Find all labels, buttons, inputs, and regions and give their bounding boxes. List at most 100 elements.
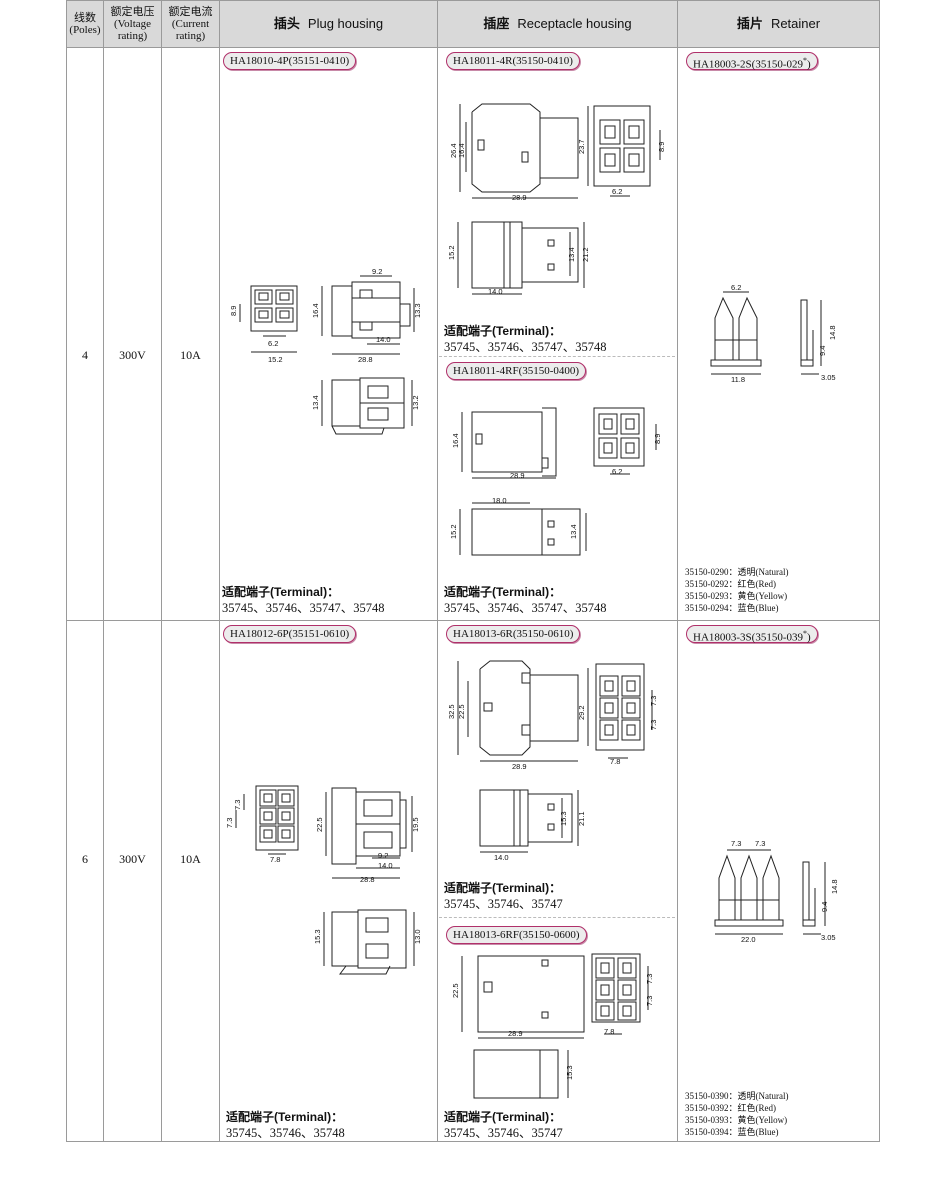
dim-label: 14.8 [828, 325, 837, 340]
current-value: 10A [180, 852, 201, 866]
dim-label: 7.3 [233, 800, 242, 810]
terminal-values: 35745、35746、35747、35748 [444, 601, 607, 615]
part-number-label: HA18013-6R(35150-0610) [446, 625, 581, 643]
terminal-list: 适配端子(Terminal)： 35745、35746、35747、35748 [444, 323, 607, 355]
dim-label: 9.4 [820, 902, 829, 912]
part-number: HA18011-4RF [453, 365, 519, 377]
part-code: (35150-0610) [512, 628, 574, 640]
part-number-label: HA18003-2S(35150-029*) [686, 52, 818, 71]
header-retainer-en: Retainer [770, 16, 821, 31]
dim-label: 13.4 [311, 395, 320, 410]
dim-label: 16.4 [457, 143, 466, 158]
dim-label: 7.8 [270, 855, 280, 864]
dim-label: 19.5 [411, 817, 420, 832]
dim-label: 14.8 [830, 879, 839, 894]
header-receptacle-en: Receptacle housing [517, 16, 632, 31]
dim-label: 21.1 [577, 811, 586, 826]
plug-bottom-drawing: 13.4 13.2 [311, 372, 420, 442]
voltage-value: 300V [119, 348, 146, 362]
color-option: 35150-0393：黄色(Yellow) [685, 1115, 788, 1125]
terminal-values: 35745、35746、35748 [226, 1126, 345, 1140]
dim-label: 28.8 [360, 875, 375, 884]
dim-label: 9.2 [372, 267, 382, 276]
header-poles-zh: 线数 [74, 12, 96, 24]
part-code: (35150-029 [751, 58, 803, 71]
dim-label: 22.0 [741, 935, 756, 944]
dim-label: 7.3 [649, 696, 658, 706]
dim-label: 13.0 [413, 929, 422, 944]
part-number: HA18003-2S [693, 58, 752, 71]
color-options: 35150-0390：透明(Natural) 35150-0392：红色(Red… [685, 1090, 788, 1138]
dim-label: 26.4 [449, 143, 458, 158]
dim-label: 14.0 [488, 287, 503, 296]
header-receptacle: 插座 Receptacle housing [438, 1, 677, 47]
plug-bottom-drawing: 15.3 13.0 [313, 902, 422, 982]
header-voltage-zh: 额定电压 [110, 6, 155, 18]
dim-label: 16.4 [451, 433, 460, 448]
part-number: HA18013-6RF [453, 929, 520, 941]
color-option: 35150-0390：透明(Natural) [685, 1091, 789, 1101]
header-voltage-en2: rating) [117, 30, 148, 42]
dim-label: 7.3 [649, 720, 658, 730]
receptacle-front-drawing: 29.2 7.3 7.3 7.8 [577, 660, 658, 766]
terminal-values: 35745、35746、35747、35748 [222, 601, 385, 615]
header-plug: 插头 Plug housing [220, 1, 437, 47]
col-divider [103, 1, 104, 1141]
header-poles: 线数 (Poles) [67, 1, 103, 47]
dim-label: 28.9 [512, 762, 527, 771]
header-voltage-en: (Voltage [113, 18, 152, 30]
receptacle-rf-side-drawing: 22.5 28.9 [451, 948, 594, 1043]
retainer-drawing: 7.3 7.3 22.0 14.8 9.4 3.05 [705, 839, 839, 944]
dim-label: 22.5 [315, 817, 324, 832]
dim-label: 18.0 [492, 496, 507, 505]
plug-side-drawing: 9.2 16.4 13.3 14.0 28.8 [311, 267, 422, 364]
dim-label: 11.8 [731, 375, 745, 384]
table-header [67, 1, 879, 48]
dim-label: 6.2 [612, 467, 622, 476]
header-poles-en: (Poles) [69, 24, 101, 36]
header-receptacle-zh: 插座 [483, 16, 510, 31]
plug-front-drawing: 8.9 6.2 15.2 [229, 280, 308, 364]
spec-table: 线数 (Poles) 额定电压 (Voltage rating) 额定电流 (C… [66, 0, 880, 1142]
dim-label: 8.9 [657, 142, 666, 152]
dim-label: 15.3 [565, 1065, 574, 1080]
dim-label: 7.3 [645, 996, 654, 1006]
color-option: 35150-0392：红色(Red) [685, 1103, 776, 1113]
dim-label: 13.4 [567, 247, 576, 262]
color-option: 35150-0294：蓝色(Blue) [685, 603, 779, 613]
terminal-list: 适配端子(Terminal)： 35745、35746、35747 [444, 1109, 563, 1141]
header-current: 额定电流 (Current rating) [162, 1, 219, 47]
dim-label: 15.3 [313, 929, 322, 944]
dim-label: 9.2 [378, 851, 388, 860]
dim-label: 15.2 [268, 355, 283, 364]
part-code: (35150-0600) [519, 929, 580, 941]
poles-value: 6 [82, 852, 88, 866]
variant-divider [439, 356, 675, 357]
receptacle-rf-top-drawing: 18.0 15.2 13.4 [449, 496, 594, 565]
header-retainer-zh: 插片 [736, 16, 763, 31]
receptacle-front-drawing: 23.7 8.9 6.2 [577, 100, 666, 200]
part-number: HA18013-6R [453, 628, 513, 640]
header-plug-zh: 插头 [273, 16, 300, 31]
dim-label: 8.9 [653, 434, 662, 444]
variant-divider [439, 917, 675, 918]
dim-label: 13.2 [411, 395, 420, 410]
receptacle-top-drawing: 15.3 21.1 14.0 [444, 780, 586, 862]
color-options: 35150-0290：透明(Natural) 35150-0292：红色(Red… [685, 566, 788, 614]
part-number: HA18012-6P [230, 628, 289, 640]
receptacle-side-drawing: 32.5 22.5 28.9 [447, 655, 584, 771]
part-code: (35150-0400) [518, 365, 580, 377]
header-current-zh: 额定电流 [168, 6, 213, 18]
terminal-values: 35745、35746、35747 [444, 897, 563, 911]
part-code-star: * [803, 56, 807, 65]
part-code: (35150-0410) [512, 55, 573, 67]
poles-value: 4 [82, 348, 88, 362]
part-number: HA18010-4P [230, 55, 289, 67]
dim-label: 7.3 [731, 839, 741, 848]
dim-label: 6.2 [268, 339, 278, 348]
row-divider [67, 620, 879, 621]
terminal-label: 适配端子(Terminal)： [444, 324, 562, 338]
dim-label: 3.05 [821, 373, 836, 382]
dim-label: 14.0 [378, 861, 393, 870]
terminal-values: 35745、35746、35747 [444, 1126, 563, 1140]
